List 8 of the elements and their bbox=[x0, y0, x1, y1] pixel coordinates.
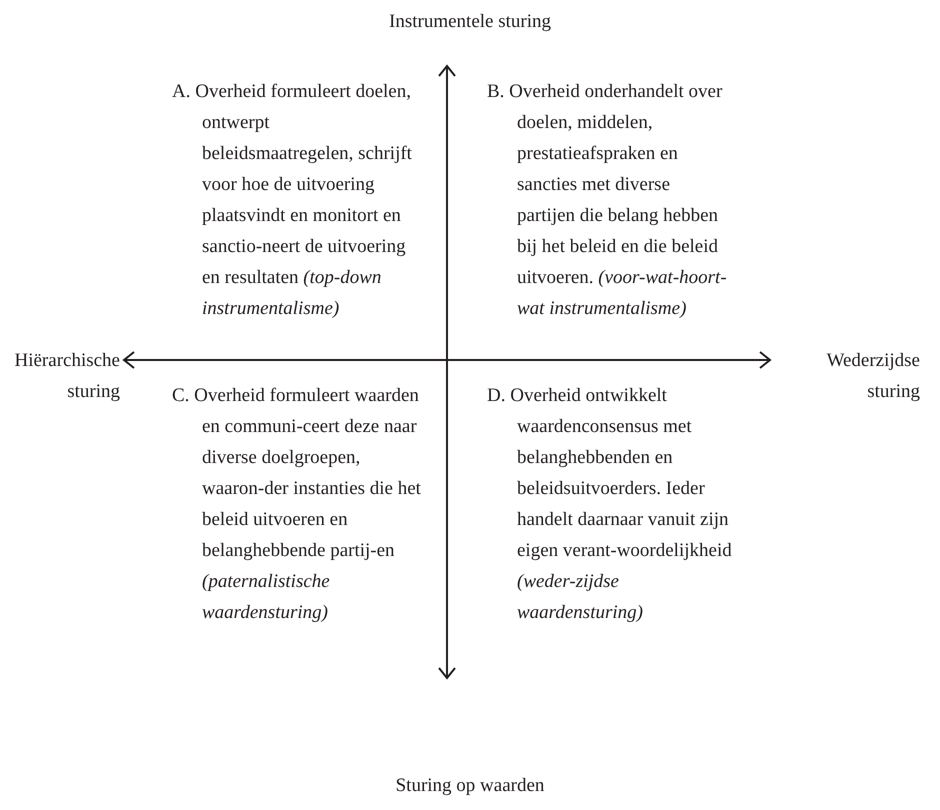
quadrant-description: B. Overheid onderhandelt over doelen, middelen, prestatieafspraken en sancties met diverse partijen die belang hebben bij het beleid en die beleid uitvoeren. (voor-wat-hoort-wat instrumentalisme) bbox=[487, 80, 728, 321]
quadrant-description: C. Overheid formuleert waarden en communi-ceert deze naar diverse doelgroepen, waaron-der instanties die het beleid uitvoeren en belanghebbende partij-en (paternalistische waardensturing) bbox=[172, 384, 422, 625]
axis-label: Instrumentele sturing bbox=[388, 10, 552, 34]
axis-label: Sturing op waarden bbox=[394, 774, 546, 798]
axis-label: Hiërarchische sturing bbox=[14, 349, 120, 404]
axis-label: Wederzijdse sturing bbox=[826, 349, 920, 404]
quadrant-description: A. Overheid formuleert doelen, ontwerpt beleidsmaatregelen, schrijft voor hoe de uitvoering plaatsvindt en monitort en sanctio-neert de uitvoering en resultaten (top-down instrumentalisme) bbox=[172, 80, 413, 321]
quadrant-description: D. Overheid ontwikkelt waardenconsensus met belanghebbenden en beleidsuitvoerders. Ieder handelt daarnaar vanuit zijn eigen verant-woordelijkheid (weder-zijdse waardensturing) bbox=[487, 384, 732, 625]
